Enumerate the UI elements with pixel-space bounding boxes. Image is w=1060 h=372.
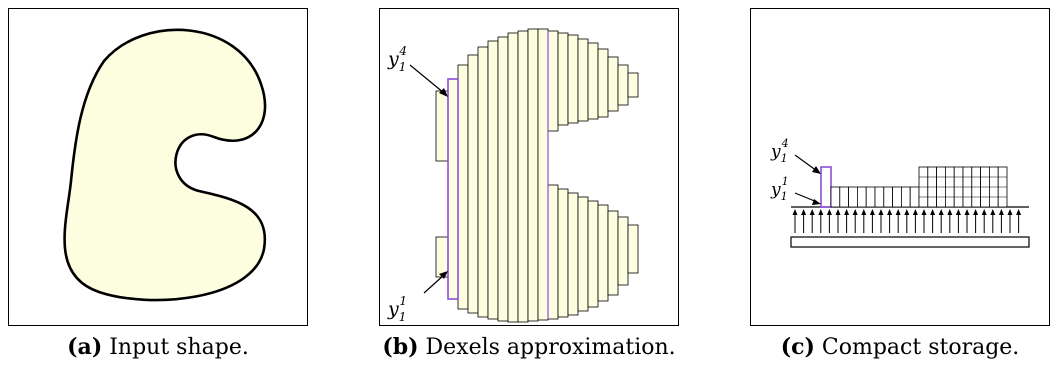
dexel-15-0	[587, 42, 599, 120]
dexel-10-0	[537, 28, 549, 321]
dexel-14-1	[577, 196, 589, 312]
arrow-y11	[423, 274, 445, 294]
dexel-5-0	[487, 40, 499, 320]
storage-arrow-head-26	[1016, 209, 1022, 215]
storage-arrow-head-12	[895, 209, 901, 215]
dexel-18-0	[617, 64, 629, 106]
dexel-13-0	[567, 34, 579, 124]
storage-arrow-head-6	[844, 209, 850, 215]
label-c-y11: y11	[770, 175, 789, 203]
dexel-8-0	[517, 30, 529, 323]
dexel-3-0	[467, 54, 479, 314]
storage-arrow-head-3	[818, 209, 824, 215]
dexel-0-1	[435, 236, 449, 278]
dexel-19-0	[627, 72, 639, 98]
dexel-16-0	[597, 48, 609, 118]
dexel-19-1	[627, 224, 639, 274]
label-c-y14: y14	[770, 137, 789, 165]
caption-a-label: (a)	[67, 334, 103, 360]
storage-arrow-head-1	[801, 209, 807, 215]
caption-c-label: (c)	[780, 334, 815, 360]
storage-arrow-head-7	[852, 209, 858, 215]
storage-arrow-head-21	[973, 209, 979, 215]
label-y14: y14	[387, 44, 407, 74]
arrow-y14	[409, 64, 445, 94]
dexel-0-0	[435, 90, 449, 162]
caption-b: (b) Dexels approximation.	[382, 332, 675, 363]
storage-arrow-head-18	[947, 209, 953, 215]
caption-a-text: Input shape.	[109, 335, 249, 360]
storage-highlight	[820, 166, 832, 208]
dexel-highlight	[447, 78, 459, 300]
caption-c-text: Compact storage.	[821, 335, 1020, 360]
storage-arrow-head-25	[1007, 209, 1013, 215]
storage-arrow-head-11	[887, 209, 893, 215]
storage-low-cell-1	[839, 186, 850, 208]
dexel-11-1	[547, 184, 559, 320]
storage-arrow-head-16	[930, 209, 936, 215]
storage-low-cell-9	[909, 186, 920, 208]
caption-b-label: (b)	[382, 334, 419, 360]
storage-arrow-head-13	[904, 209, 910, 215]
arrow-c-y11	[794, 192, 818, 203]
storage-low-cell-8	[900, 186, 911, 208]
storage-arrow-head-23	[990, 209, 996, 215]
dexels-figure: y14 y11	[387, 28, 639, 324]
storage-arrow-head-0	[792, 209, 798, 215]
caption-c: (c) Compact storage.	[781, 332, 1020, 363]
arrow-c-y14	[794, 154, 818, 172]
arrow-y14-head	[439, 88, 448, 97]
dexel-13-1	[567, 192, 579, 316]
storage-low-cell-6	[883, 186, 894, 208]
dexel-17-0	[607, 56, 619, 112]
storage-low-cell-0	[830, 186, 841, 208]
dexel-17-1	[607, 210, 619, 296]
dexel-18-1	[617, 216, 629, 286]
dexel-16-1	[597, 204, 609, 302]
storage-base-bar	[790, 236, 1030, 248]
dexel-15-1	[587, 200, 599, 308]
storage-arrow-head-10	[878, 209, 884, 215]
storage-low-cell-2	[848, 186, 858, 208]
storage-arrow-head-17	[938, 209, 944, 215]
panel-compact-storage: y14 y11	[750, 8, 1050, 326]
storage-low-cell-5	[874, 186, 885, 208]
storage-low-cell-4	[865, 186, 876, 208]
label-y11: y11	[387, 294, 407, 324]
storage-arrow-head-24	[998, 209, 1004, 215]
storage-arrow-head-4	[826, 209, 832, 215]
dexel-14-0	[577, 38, 589, 122]
input-shape	[63, 28, 267, 302]
storage-arrow-head-19	[955, 209, 961, 215]
caption-b-text: Dexels approximation.	[425, 335, 676, 360]
compact-storage-figure: y14 y11	[770, 137, 1030, 248]
dexel-6-0	[497, 36, 509, 322]
dexel-2-0	[457, 64, 469, 310]
input-shape-figure	[63, 28, 267, 302]
storage-low-cell-3	[857, 186, 867, 208]
storage-arrow-head-5	[835, 209, 841, 215]
dexel-1-0	[447, 78, 459, 300]
panel-dexels: y14 y11	[379, 8, 679, 326]
dexel-9-0	[527, 28, 539, 322]
dexel-11-0	[547, 30, 559, 132]
dexel-12-1	[557, 188, 569, 318]
storage-arrow-head-20	[964, 209, 970, 215]
storage-arrow-head-22	[981, 209, 987, 215]
dexel-4-0	[477, 46, 489, 318]
storage-arrow-head-9	[869, 209, 875, 215]
panel-input-shape	[8, 8, 308, 326]
storage-low-cell-7	[892, 186, 902, 208]
caption-a: (a) Input shape.	[67, 332, 249, 363]
dexel-12-0	[557, 32, 569, 126]
dexel-7-0	[507, 32, 519, 323]
arrow-c-y14-head	[812, 166, 821, 174]
storage-arrow-head-8	[861, 209, 867, 215]
arrow-c-y11-head	[812, 199, 821, 205]
storage-arrow-head-2	[809, 209, 815, 215]
arrow-y11-head	[439, 271, 448, 279]
storage-arrow-head-14	[912, 209, 918, 215]
storage-arrow-head-15	[921, 209, 927, 215]
